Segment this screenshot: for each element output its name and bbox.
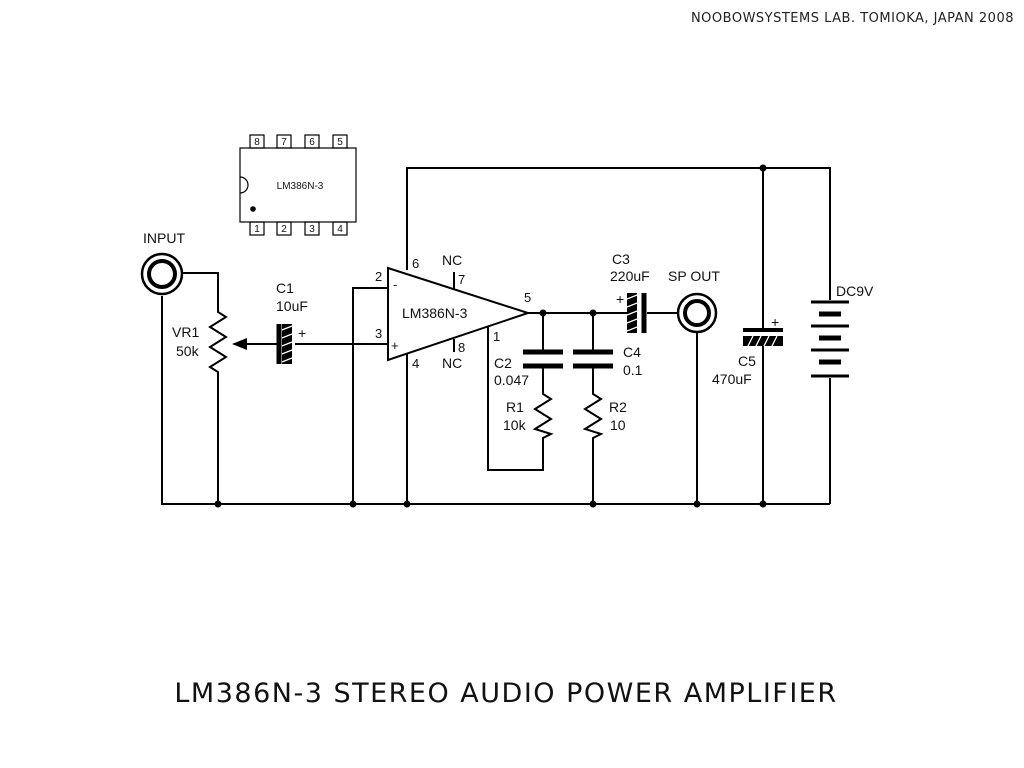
ic-package-top-pins: 8 7 6 5 <box>249 134 348 149</box>
pkg-pin-1: 1 <box>254 224 260 235</box>
pin2-label: 2 <box>375 269 382 284</box>
amp-plus: + <box>391 338 399 353</box>
sp-out-label: SP OUT <box>668 268 720 284</box>
r1-resistor: R1 10k <box>503 388 554 442</box>
ic-package-label: LM386N-3 <box>277 181 324 192</box>
speaker-output-jack: SP OUT <box>668 268 720 334</box>
pin8-label: 8 <box>458 340 465 355</box>
battery-label: DC9V <box>836 283 874 299</box>
c2-capacitor: C2 0.047 <box>494 349 563 388</box>
pkg-pin-3: 3 <box>309 224 315 235</box>
input-label: INPUT <box>143 230 185 246</box>
nc-top-label: NC <box>442 252 462 268</box>
ic-package-top-view: LM386N-3 8 7 6 5 1 2 3 4 <box>239 134 357 236</box>
pkg-pin-7: 7 <box>281 137 287 148</box>
pkg-pin-2: 2 <box>281 224 287 235</box>
r2-value: 10 <box>610 417 626 433</box>
c1-polarity: + <box>298 325 306 341</box>
pin6-label: 6 <box>412 256 419 271</box>
c2-value: 0.047 <box>494 372 529 388</box>
vr1-potentiometer: VR1 50k <box>172 304 268 376</box>
c1-value: 10uF <box>276 298 308 314</box>
pkg-pin-8: 8 <box>254 137 260 148</box>
pkg-pin-5: 5 <box>337 137 343 148</box>
c3-capacitor: C3 220uF + <box>610 251 650 333</box>
c5-capacitor: + C5 470uF <box>712 314 783 387</box>
c5-value: 470uF <box>712 371 752 387</box>
pin5-label: 5 <box>524 290 531 305</box>
junctions <box>214 164 767 508</box>
pkg-pin-6: 6 <box>309 137 315 148</box>
r1-value: 10k <box>503 417 527 433</box>
c4-capacitor: C4 0.1 <box>573 344 643 378</box>
amp-label: LM386N-3 <box>402 305 468 321</box>
vr1-value: 50k <box>176 343 200 359</box>
diagram-title: LM386N-3 STEREO AUDIO POWER AMPLIFIER <box>174 678 837 709</box>
pin3-label: 3 <box>375 326 382 341</box>
pin7-label: 7 <box>458 272 465 287</box>
nc-bottom-label: NC <box>442 355 462 371</box>
c3-polarity: + <box>616 291 624 307</box>
c3-value: 220uF <box>610 268 650 284</box>
c5-polarity: + <box>771 314 779 330</box>
wires <box>161 167 831 505</box>
c4-name: C4 <box>623 344 641 360</box>
pin1-label: 1 <box>493 329 500 344</box>
input-jack: INPUT <box>140 230 185 296</box>
r2-name: R2 <box>609 399 627 415</box>
vr1-name: VR1 <box>172 324 199 340</box>
r1-name: R1 <box>506 399 524 415</box>
battery-dc9v: DC9V <box>811 283 874 378</box>
c4-value: 0.1 <box>623 362 643 378</box>
c1-name: C1 <box>276 280 294 296</box>
c2-name: C2 <box>494 355 512 371</box>
pkg-pin-4: 4 <box>337 224 343 235</box>
r2-resistor: R2 10 <box>582 388 627 442</box>
c3-name: C3 <box>612 251 630 267</box>
amp-minus: - <box>393 277 397 292</box>
lm386-amplifier: LM386N-3 - + 2 3 6 4 7 8 5 1 NC NC <box>375 252 531 371</box>
pin4-label: 4 <box>412 356 419 371</box>
c5-name: C5 <box>738 353 756 369</box>
c1-capacitor: C1 10uF + <box>276 280 308 364</box>
credit-text: NOOBOWSYSTEMS LAB. TOMIOKA, JAPAN 2008 <box>691 11 1014 26</box>
ic-package-bottom-pins: 1 2 3 4 <box>249 221 348 236</box>
